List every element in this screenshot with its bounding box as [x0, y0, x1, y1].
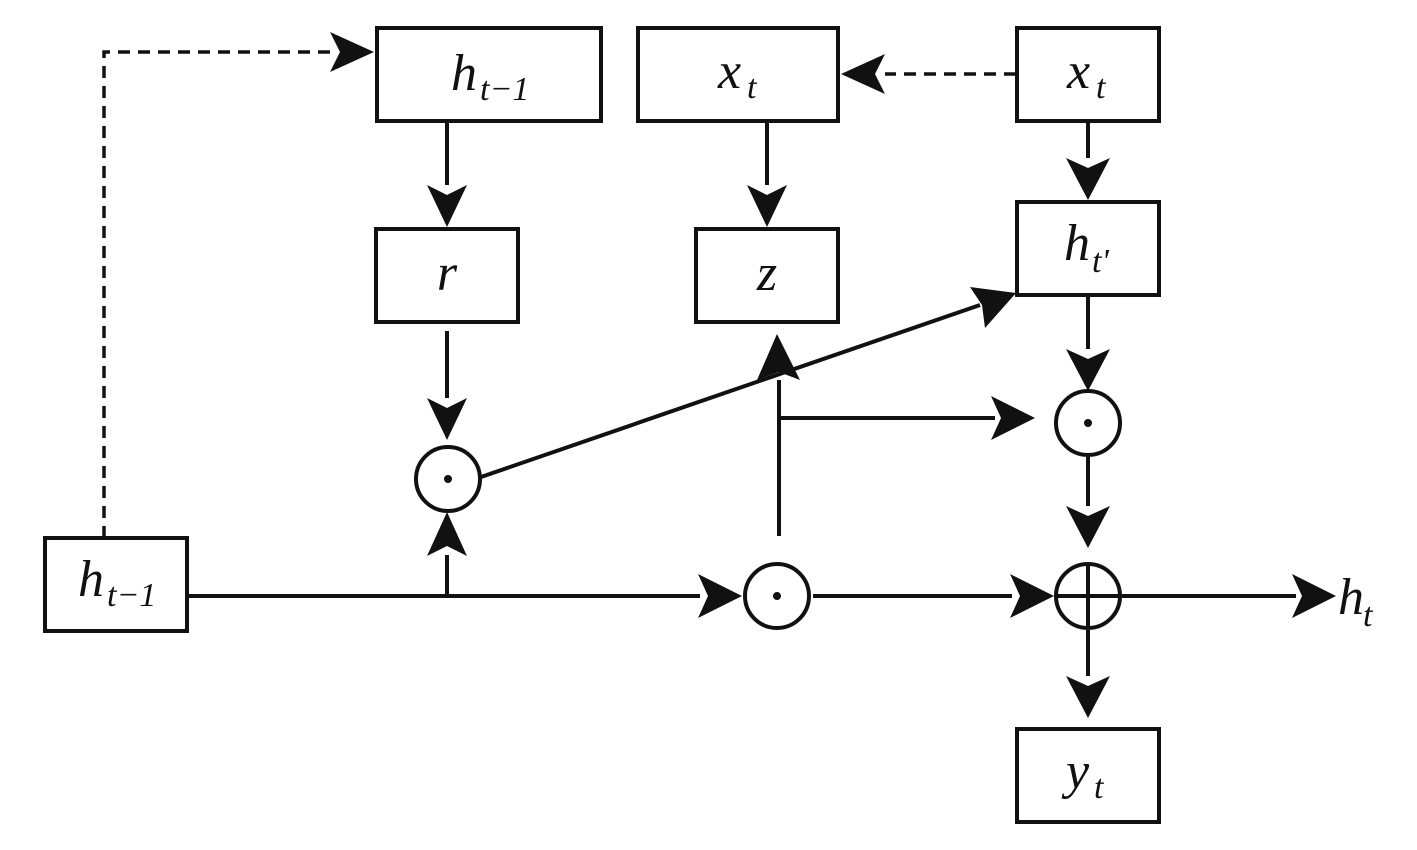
- arrowhead: [1066, 158, 1110, 200]
- arrowhead: [1066, 506, 1110, 548]
- node-h-prev-top: h t−1: [375, 26, 603, 123]
- node-label: x: [717, 43, 741, 100]
- node-label: r: [437, 245, 458, 302]
- sum-operator: [1054, 562, 1122, 630]
- node-label-subscript: t: [1363, 597, 1374, 634]
- node-update-gate: z: [694, 227, 840, 324]
- arrowhead: [1066, 349, 1110, 391]
- update-multiply-operator: [743, 562, 811, 630]
- node-label-subscript: t: [1096, 69, 1107, 106]
- node-label: y: [1061, 743, 1090, 800]
- node-label: h: [451, 45, 477, 102]
- arrowhead: [427, 185, 467, 227]
- node-reset-gate: r: [374, 227, 520, 324]
- arrowhead: [841, 54, 885, 94]
- node-label: x: [1066, 43, 1090, 100]
- node-label: z: [756, 245, 777, 302]
- hadamard-dot-icon: [1084, 419, 1092, 427]
- node-x-t-right: x t: [1015, 26, 1161, 123]
- arrowhead: [698, 574, 742, 618]
- node-label: h: [1064, 215, 1090, 272]
- reset-multiply-operator: [414, 445, 482, 513]
- dashed-recurrent-edge: [102, 50, 330, 538]
- arrowhead: [1066, 676, 1110, 718]
- node-output: y t: [1015, 727, 1161, 824]
- arrowhead: [1010, 574, 1054, 618]
- edge-reset-to-candidate: [480, 303, 981, 479]
- arrowhead: [427, 398, 467, 440]
- arrowhead: [991, 396, 1035, 440]
- node-label: h: [1338, 569, 1364, 626]
- arrowhead: [427, 512, 467, 556]
- node-label-subscript: t': [1092, 243, 1109, 280]
- arrowhead: [970, 287, 1016, 328]
- node-label-subscript: t: [1094, 769, 1105, 806]
- node-candidate: h t': [1015, 200, 1161, 297]
- arrowhead: [757, 334, 800, 380]
- node-label-subscript: t−1: [480, 71, 529, 108]
- node-label-subscript: t: [747, 69, 758, 106]
- label-h-t: h t: [1338, 569, 1374, 634]
- hadamard-dot-icon: [773, 592, 781, 600]
- arrowhead: [330, 32, 374, 72]
- node-label-subscript: t−1: [107, 577, 156, 614]
- node-label: h: [78, 551, 104, 608]
- arrowhead: [1292, 574, 1336, 618]
- arrowhead: [747, 185, 787, 227]
- hadamard-dot-icon: [444, 475, 452, 483]
- node-x-t-middle: x t: [636, 26, 840, 123]
- node-h-prev-left: h t−1: [43, 536, 189, 633]
- candidate-multiply-operator: [1054, 389, 1122, 457]
